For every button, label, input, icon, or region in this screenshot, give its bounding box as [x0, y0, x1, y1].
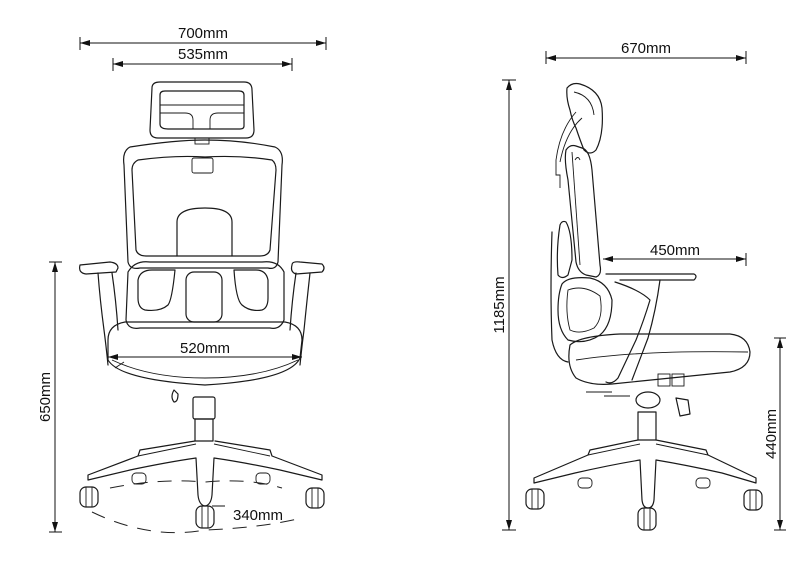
caster-side-rear-left	[577, 477, 593, 489]
dimension-seat-depth: 450mm	[603, 242, 747, 266]
side-view: 670mm 1185mm 450mm	[491, 40, 786, 531]
backrest-side	[556, 144, 602, 279]
caster-side-center	[637, 507, 657, 531]
caster-side-right	[743, 489, 763, 511]
dimension-base-radius: 340mm	[91, 480, 303, 534]
label-overall-height: 1185mm	[491, 276, 508, 333]
label-armrest-height: 650mm	[37, 372, 54, 422]
armrest-side	[605, 273, 697, 384]
armrest-right-front	[289, 261, 325, 366]
label-overall-depth: 670mm	[621, 40, 671, 57]
backrest-front	[123, 139, 283, 269]
headrest-front	[149, 81, 255, 145]
caster-rear-left	[131, 472, 147, 485]
dimension-overall-depth: 670mm	[545, 40, 747, 64]
dimension-overall-width: 700mm	[79, 25, 327, 50]
lumbar-side	[550, 231, 613, 363]
caster-side-rear-right	[695, 477, 711, 489]
dimension-seat-height: 440mm	[763, 337, 786, 531]
label-base-radius: 340mm	[233, 507, 283, 524]
caster-front-left	[79, 486, 99, 508]
caster-front-right	[305, 487, 325, 509]
label-seat-width: 520mm	[180, 340, 230, 357]
base-side	[525, 391, 763, 531]
seat-front: 520mm	[107, 321, 303, 386]
lumbar-support-front	[125, 261, 285, 329]
label-headrest-width: 535mm	[178, 46, 228, 63]
label-seat-height: 440mm	[763, 409, 780, 459]
label-overall-width: 700mm	[178, 25, 228, 42]
front-view: 700mm 535mm	[37, 25, 327, 534]
caster-rear-right	[255, 472, 271, 485]
armrest-left-front	[79, 261, 119, 366]
dimension-overall-height: 1185mm	[491, 79, 516, 531]
headrest-side	[555, 82, 603, 188]
base-front	[79, 389, 325, 529]
caster-front-center	[195, 505, 215, 529]
label-seat-depth: 450mm	[650, 242, 700, 259]
dimension-armrest-height: 650mm	[37, 261, 62, 533]
seat-side	[568, 333, 751, 397]
caster-side-left	[525, 488, 545, 510]
dimension-headrest-width: 535mm	[112, 46, 293, 71]
